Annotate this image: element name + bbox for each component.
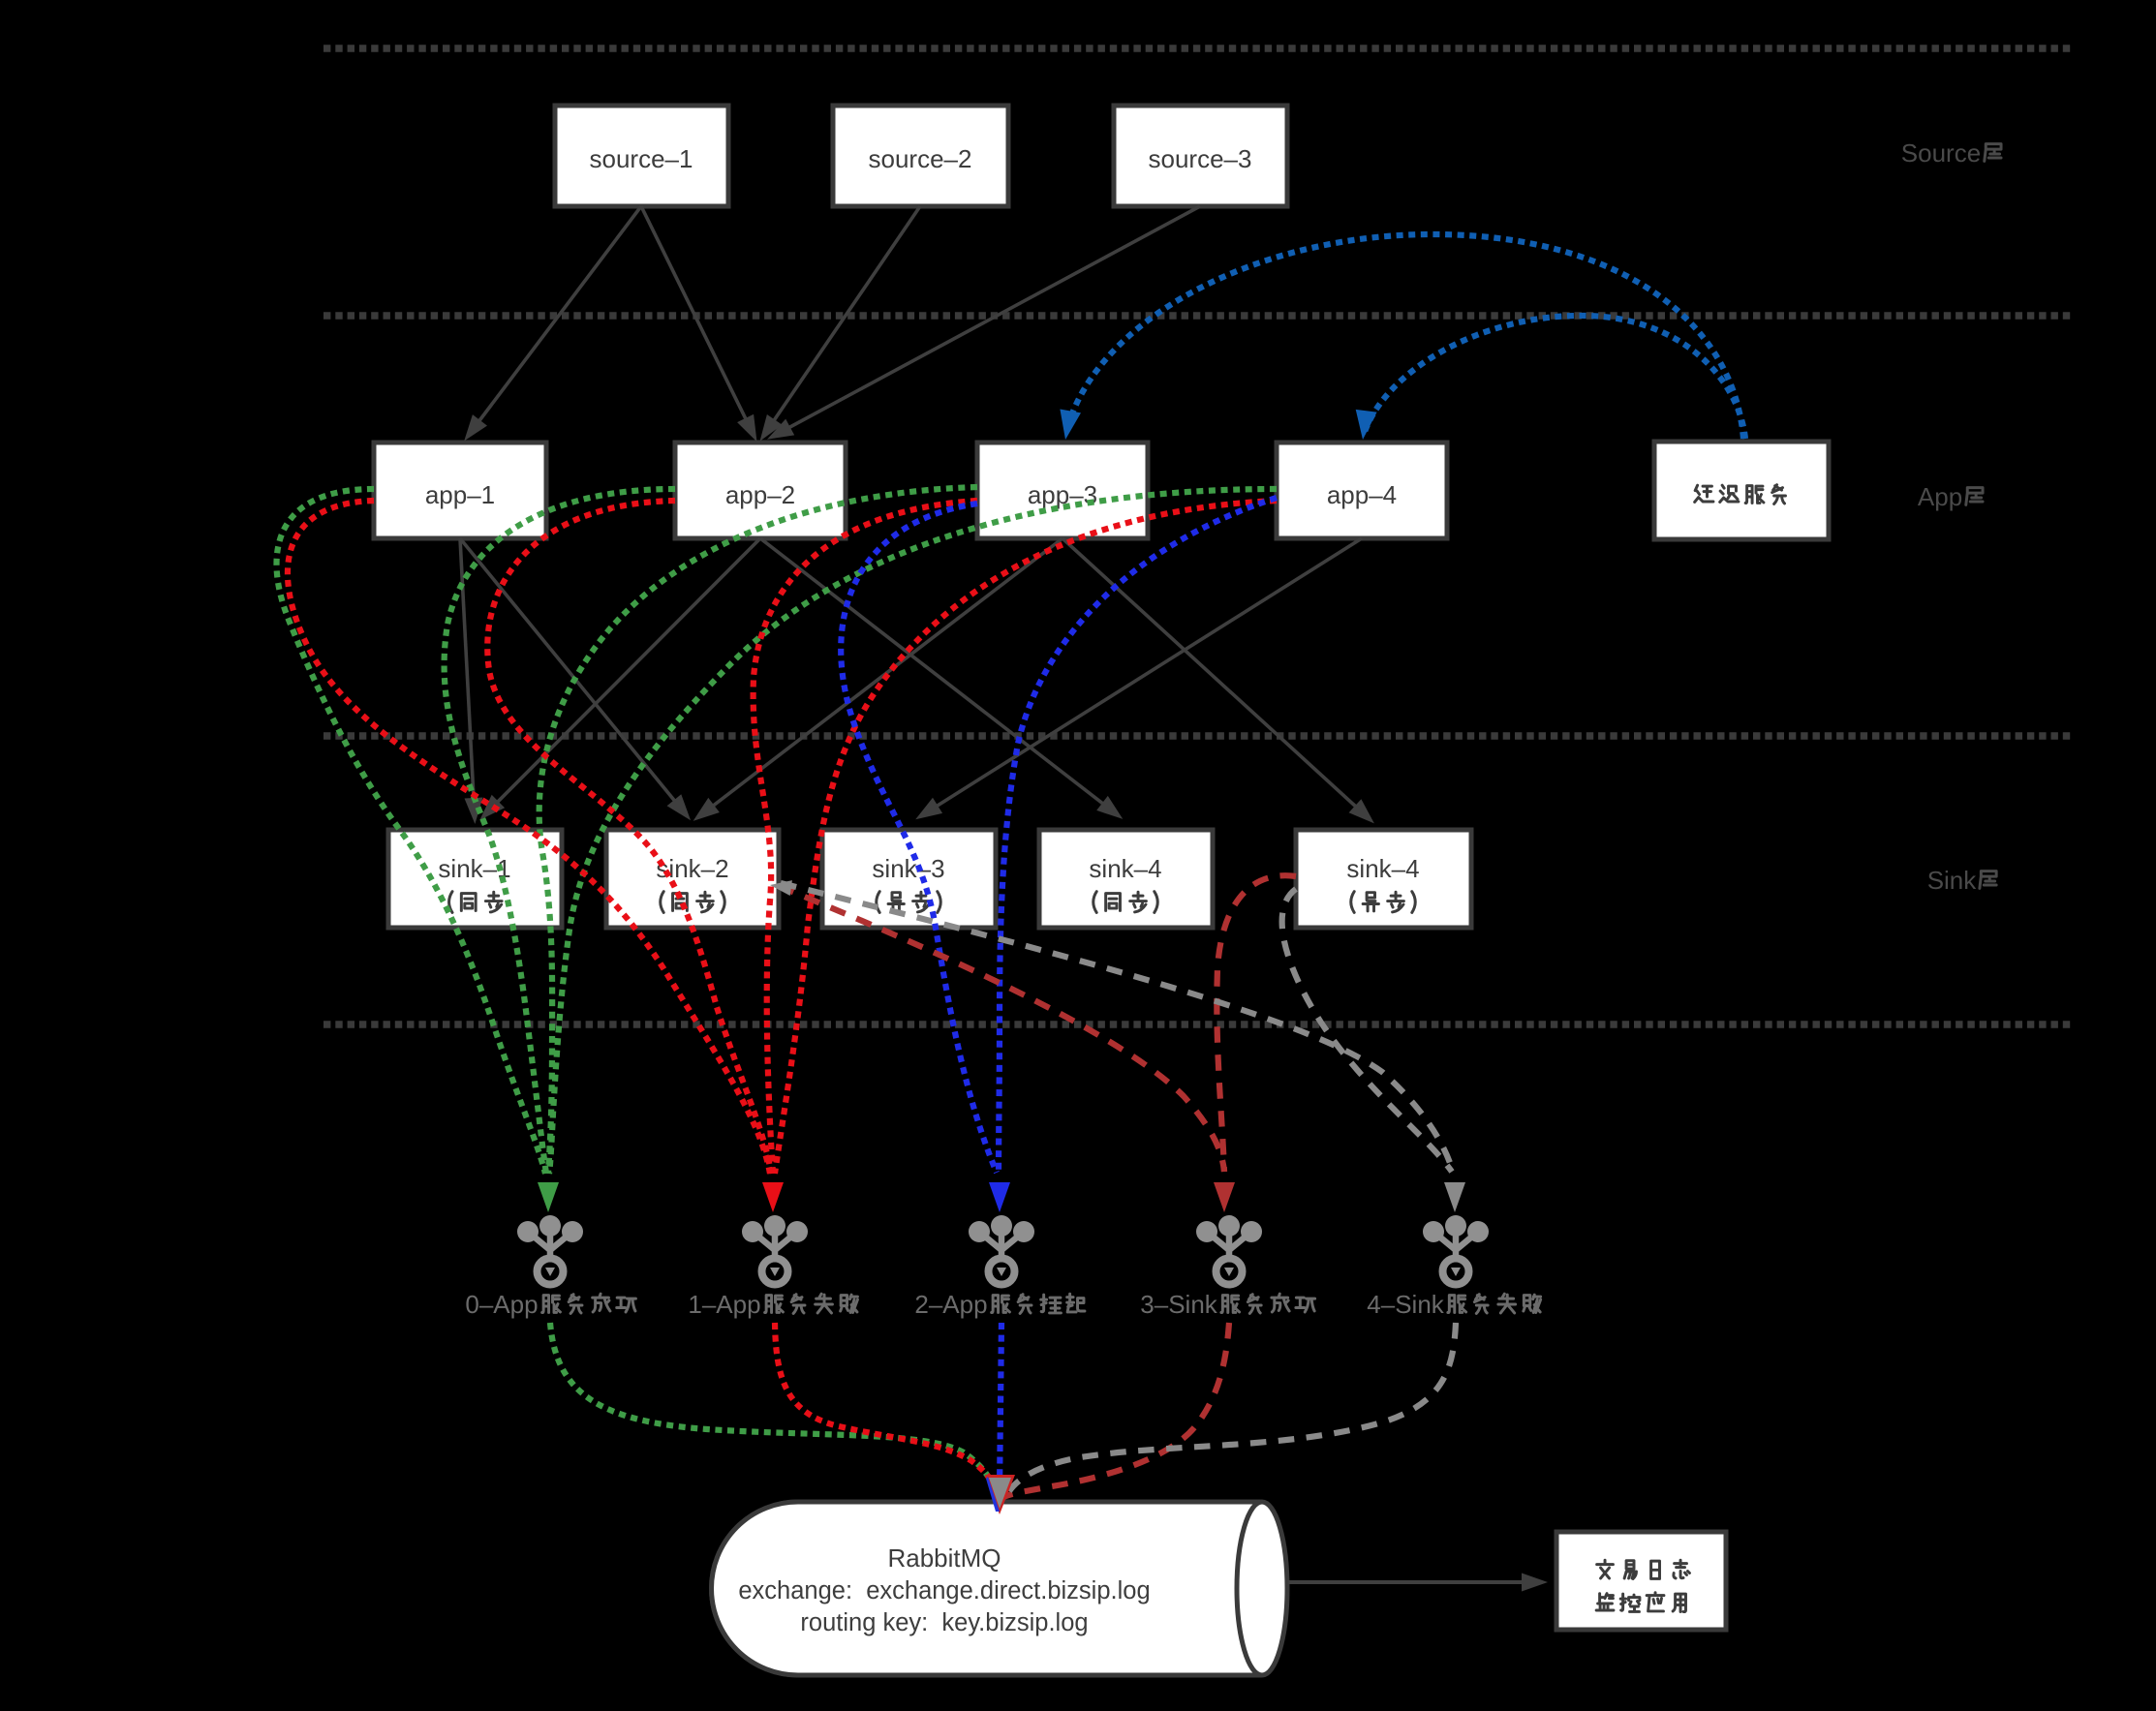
svg-text:sink–4: sink–4	[1346, 854, 1419, 883]
svg-text:app–1: app–1	[425, 480, 495, 509]
svg-text:source–1: source–1	[590, 144, 693, 173]
svg-text:3–Sink: 3–Sink	[1140, 1290, 1217, 1319]
svg-text:1–App: 1–App	[688, 1290, 760, 1319]
svg-text:routing key: key.bizsip.log: routing key: key.bizsip.log	[800, 1609, 1088, 1636]
svg-text:RabbitMQ: RabbitMQ	[887, 1543, 1001, 1573]
svg-text:source–2: source–2	[869, 144, 972, 173]
svg-text:source–3: source–3	[1149, 144, 1252, 173]
svg-text:Sink: Sink	[1927, 866, 1978, 895]
svg-text:sink–4: sink–4	[1089, 854, 1161, 883]
svg-text:2–App: 2–App	[914, 1290, 987, 1319]
svg-text:exchange: exchange.direct.biz: exchange: exchange.direct.bizsip.log	[738, 1577, 1150, 1604]
svg-text:sink–2: sink–2	[656, 854, 728, 883]
svg-text:app–4: app–4	[1327, 480, 1397, 509]
svg-text:sink–3: sink–3	[872, 854, 944, 883]
svg-text:Source: Source	[1901, 138, 1981, 168]
svg-text:0–App: 0–App	[465, 1290, 538, 1319]
svg-text:App: App	[1918, 482, 1962, 511]
svg-text:4–Sink: 4–Sink	[1367, 1290, 1444, 1319]
svg-text:app–3: app–3	[1028, 480, 1097, 509]
svg-text:app–2: app–2	[725, 480, 795, 509]
